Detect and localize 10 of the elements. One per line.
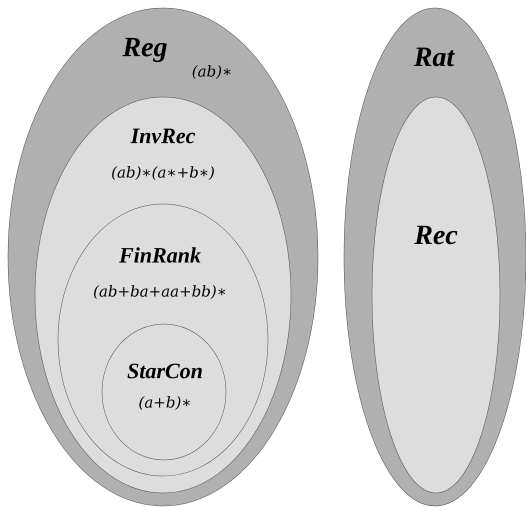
set-name: Rat	[414, 48, 455, 66]
set-name: Rec	[414, 226, 458, 244]
set-name: FinRank	[119, 247, 201, 263]
expression: (ab)∗	[192, 65, 231, 79]
expression: (a+b)∗	[139, 396, 190, 410]
set-name: StarCon	[128, 364, 202, 378]
set-name: InvRec	[130, 128, 196, 144]
set-name: Reg	[122, 38, 167, 62]
expression: (ab+ba+aa+bb)∗	[94, 285, 226, 299]
expression: (ab)∗(a∗+b∗)	[112, 166, 214, 180]
